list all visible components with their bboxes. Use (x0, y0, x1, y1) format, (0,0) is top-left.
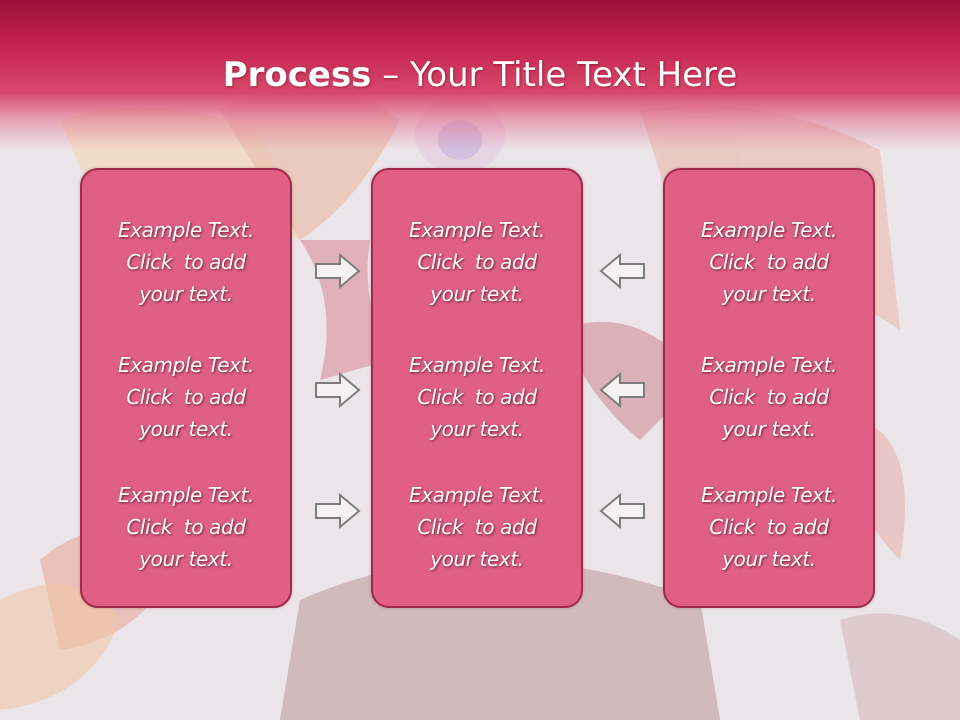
text-line: Example Text. (700, 353, 837, 377)
process-box-left[interactable]: Example Text. Click to add your text. Ex… (80, 168, 292, 608)
text-line: Example Text. (117, 483, 254, 507)
text-line: Example Text. (117, 218, 254, 242)
text-line: Click to add (126, 250, 246, 274)
text-line: your text. (722, 417, 816, 441)
text-line: Click to add (126, 515, 246, 539)
text-line: Click to add (709, 515, 829, 539)
process-box-right[interactable]: Example Text. Click to add your text. Ex… (663, 168, 875, 608)
text-block[interactable]: Example Text. Click to add your text. (665, 214, 873, 310)
left-arrow-icon (599, 371, 645, 409)
text-block[interactable]: Example Text. Click to add your text. (665, 479, 873, 575)
text-line: Click to add (709, 250, 829, 274)
title-rest: – Your Title Text Here (371, 55, 738, 95)
text-line: Example Text. (408, 483, 545, 507)
text-line: your text. (139, 282, 233, 306)
process-box-center[interactable]: Example Text. Click to add your text. Ex… (371, 168, 583, 608)
text-line: your text. (722, 282, 816, 306)
title-bold: Process (222, 55, 372, 95)
text-line: Example Text. (408, 353, 545, 377)
text-line: your text. (139, 547, 233, 571)
text-line: Example Text. (408, 218, 545, 242)
text-block[interactable]: Example Text. Click to add your text. (665, 349, 873, 445)
left-arrow-icon (599, 492, 645, 530)
right-arrow-icon (315, 252, 361, 290)
text-line: Click to add (417, 250, 537, 274)
text-block[interactable]: Example Text. Click to add your text. (82, 479, 290, 575)
slide-title[interactable]: Process – Your Title Text Here (0, 54, 960, 96)
text-line: your text. (430, 417, 524, 441)
text-line: Click to add (126, 385, 246, 409)
text-line: Click to add (417, 515, 537, 539)
text-line: your text. (430, 547, 524, 571)
text-block[interactable]: Example Text. Click to add your text. (82, 214, 290, 310)
left-arrow-icon (599, 252, 645, 290)
text-line: your text. (430, 282, 524, 306)
text-line: Example Text. (117, 353, 254, 377)
text-block[interactable]: Example Text. Click to add your text. (373, 479, 581, 575)
text-line: Click to add (709, 385, 829, 409)
title-bar (0, 0, 960, 150)
text-line: your text. (722, 547, 816, 571)
text-line: Click to add (417, 385, 537, 409)
right-arrow-icon (315, 492, 361, 530)
text-line: your text. (139, 417, 233, 441)
right-arrow-icon (315, 371, 361, 409)
text-block[interactable]: Example Text. Click to add your text. (82, 349, 290, 445)
text-line: Example Text. (700, 483, 837, 507)
text-line: Example Text. (700, 218, 837, 242)
text-block[interactable]: Example Text. Click to add your text. (373, 214, 581, 310)
text-block[interactable]: Example Text. Click to add your text. (373, 349, 581, 445)
